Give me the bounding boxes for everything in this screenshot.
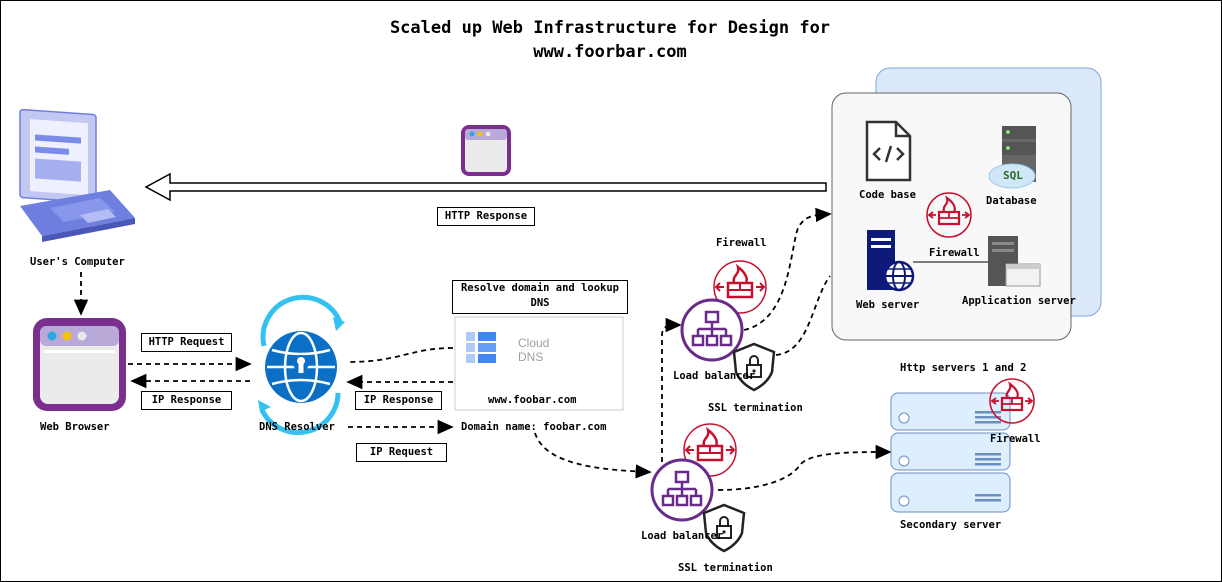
ip-response-left-label: IP Response [141, 391, 232, 410]
code-file-icon [865, 120, 912, 182]
domain-name-label: Domain name: foobar.com [461, 421, 607, 433]
cloud-to-resolver-link [347, 347, 454, 363]
lb-bottom-to-secondary-arrow [717, 444, 892, 491]
firewall-server-icon [926, 192, 972, 238]
firewall-right-label: Firewall [990, 433, 1041, 445]
web-browser-icon [33, 318, 126, 411]
web-server-icon [867, 230, 915, 292]
ssl-shield-bottom-icon [702, 503, 746, 553]
firewall-top-label: Firewall [716, 237, 767, 249]
web-server-label: Web server [856, 299, 920, 311]
load-balancer-bottom-label: Load balancer [641, 530, 724, 542]
ip-request-label: IP Request [356, 443, 447, 462]
cloud-dns-box [454, 316, 624, 411]
laptop-icon [19, 108, 135, 242]
cloud-dns-text-1: Cloud [518, 336, 550, 350]
secondary-server-stack-icon [890, 392, 1011, 513]
sql-label: SQL [1003, 169, 1023, 182]
title-line-2: www.foorbar.com [533, 42, 687, 62]
secondary-server-label: Secondary server [900, 519, 1002, 531]
web-browser-label: Web Browser [40, 421, 110, 433]
users-computer-label: User's Computer [30, 256, 125, 268]
http-response-label: HTTP Response [437, 207, 535, 226]
load-balancer-top-label: Load balancer [673, 370, 756, 382]
firewall-top-icon [713, 260, 767, 314]
connectors [73, 207, 892, 491]
ssl-termination-top-label: SSL termination [708, 402, 803, 414]
title-line-1: Scaled up Web Infrastructure for Design … [389, 18, 831, 38]
load-balancer-top-icon [680, 298, 744, 362]
ssl-shield-top-icon [732, 342, 776, 392]
lb-bottom-to-lb-top-link [661, 317, 682, 462]
cloud-dns-text-2: DNS [518, 350, 544, 364]
ip-response-mid-label: IP Response [355, 391, 442, 410]
domain-to-lb-bottom-arrow [534, 432, 652, 479]
dns-resolver-globe-icon [258, 294, 345, 436]
application-server-icon [988, 236, 1041, 287]
diagram-title: Scaled up Web Infrastructure for Design … [300, 16, 920, 64]
resolve-domain-label: Resolve domain and lookup DNS [452, 280, 628, 314]
firewall-server-label: Firewall [929, 247, 980, 259]
dns-resolver-label: DNS Resolver [259, 421, 335, 433]
database-server-icon [988, 126, 1036, 189]
http-servers-label: Http servers 1 and 2 [900, 362, 1027, 374]
ssl-top-to-server-link [775, 275, 831, 356]
ssl-termination-bottom-label: SSL termination [678, 562, 773, 574]
http-response-arrow [144, 172, 827, 202]
code-base-label: Code base [859, 189, 916, 201]
firewall-right-icon [989, 378, 1035, 424]
http-response-browser-icon [461, 125, 511, 176]
load-balancer-bottom-icon [650, 458, 714, 522]
lb-top-to-server-arrow [743, 207, 832, 331]
application-server-label: Application server [962, 295, 1076, 307]
database-label: Database [986, 195, 1037, 207]
http-request-label: HTTP Request [141, 333, 232, 352]
domain-url-label: www.foobar.com [488, 394, 577, 406]
